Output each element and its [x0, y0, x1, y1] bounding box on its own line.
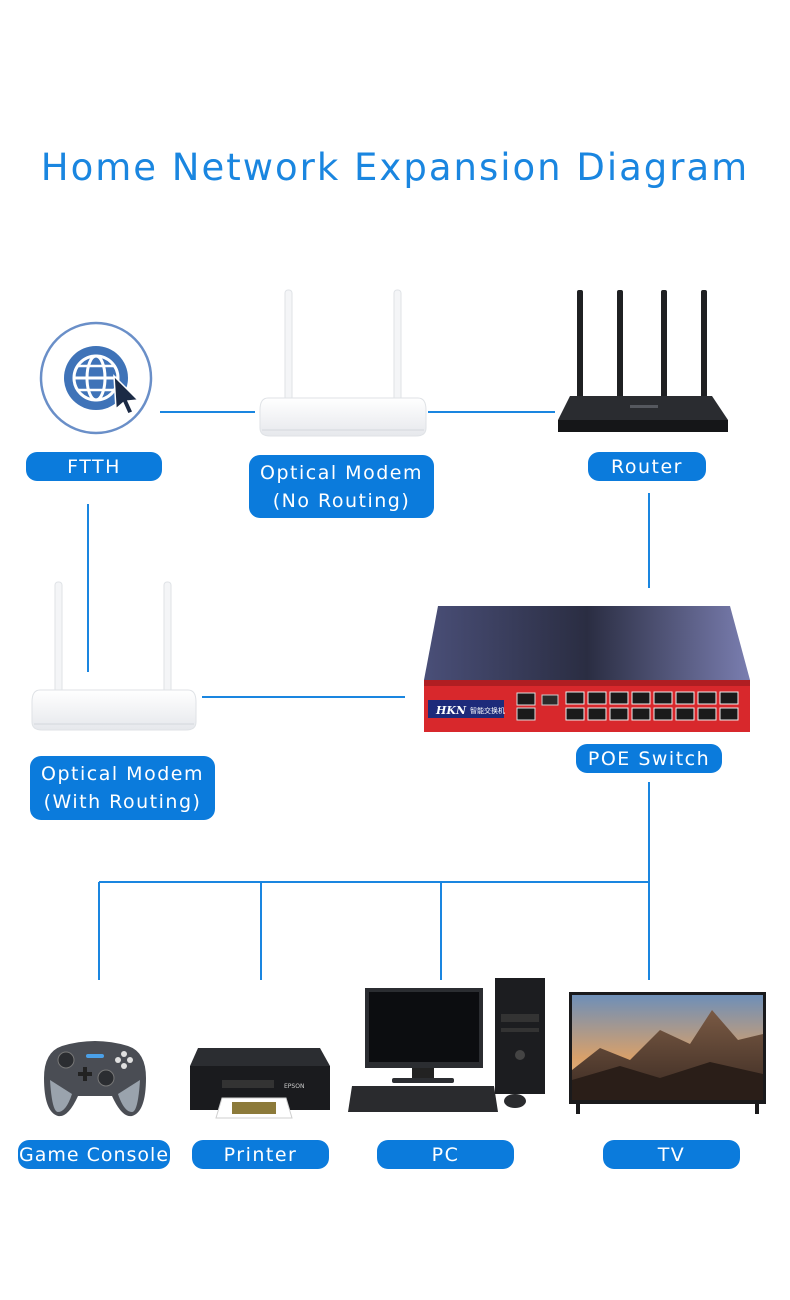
- router-icon: [558, 290, 728, 432]
- pc-icon: [348, 978, 545, 1112]
- label-printer-text: Printer: [223, 1143, 298, 1166]
- modem-no-routing-icon: [259, 289, 427, 437]
- label-poe-switch-text: POE Switch: [587, 747, 711, 770]
- tv-icon: [569, 992, 766, 1114]
- poe-switch-brand-plate: [428, 700, 504, 718]
- label-router-text: Router: [611, 455, 683, 478]
- diagram-title: Home Network Expansion Diagram: [40, 146, 750, 189]
- label-modem-no-routing-line2: (No Routing): [272, 489, 411, 512]
- label-pc-text: PC: [431, 1143, 460, 1166]
- poe-switch-brand: HKN: [435, 704, 467, 717]
- poe-switch-brand-text: 智能交换机: [470, 706, 505, 715]
- label-printer: Printer: [192, 1140, 329, 1169]
- edge-switch-devices: [98, 782, 650, 980]
- label-modem-no-routing: Optical Modem (No Routing): [249, 455, 434, 518]
- label-router: Router: [588, 452, 706, 481]
- poe-ports: [565, 691, 739, 721]
- label-tv: TV: [603, 1140, 740, 1169]
- poe-switch-icon: HKN 智能交换机: [424, 606, 750, 732]
- label-tv-text: TV: [657, 1143, 686, 1166]
- label-game-console: Game Console: [18, 1140, 170, 1169]
- label-poe-switch: POE Switch: [576, 744, 722, 773]
- label-modem-with-routing-line1: Optical Modem: [41, 763, 204, 785]
- game-controller-icon: [44, 1041, 146, 1117]
- printer-icon: EPSON: [190, 1048, 330, 1119]
- label-ftth-text: FTTH: [67, 455, 121, 478]
- label-pc: PC: [377, 1140, 514, 1169]
- label-game-console-text: Game Console: [18, 1143, 170, 1166]
- ftth-globe-icon: [39, 321, 153, 435]
- label-modem-with-routing-line2: (With Routing): [43, 791, 202, 813]
- label-modem-no-routing-line1: Optical Modem: [260, 461, 423, 484]
- printer-brand: EPSON: [284, 1083, 304, 1090]
- label-ftth: FTTH: [26, 452, 162, 481]
- label-modem-with-routing: Optical Modem (With Routing): [30, 756, 215, 820]
- modem-with-routing-icon: [31, 581, 197, 731]
